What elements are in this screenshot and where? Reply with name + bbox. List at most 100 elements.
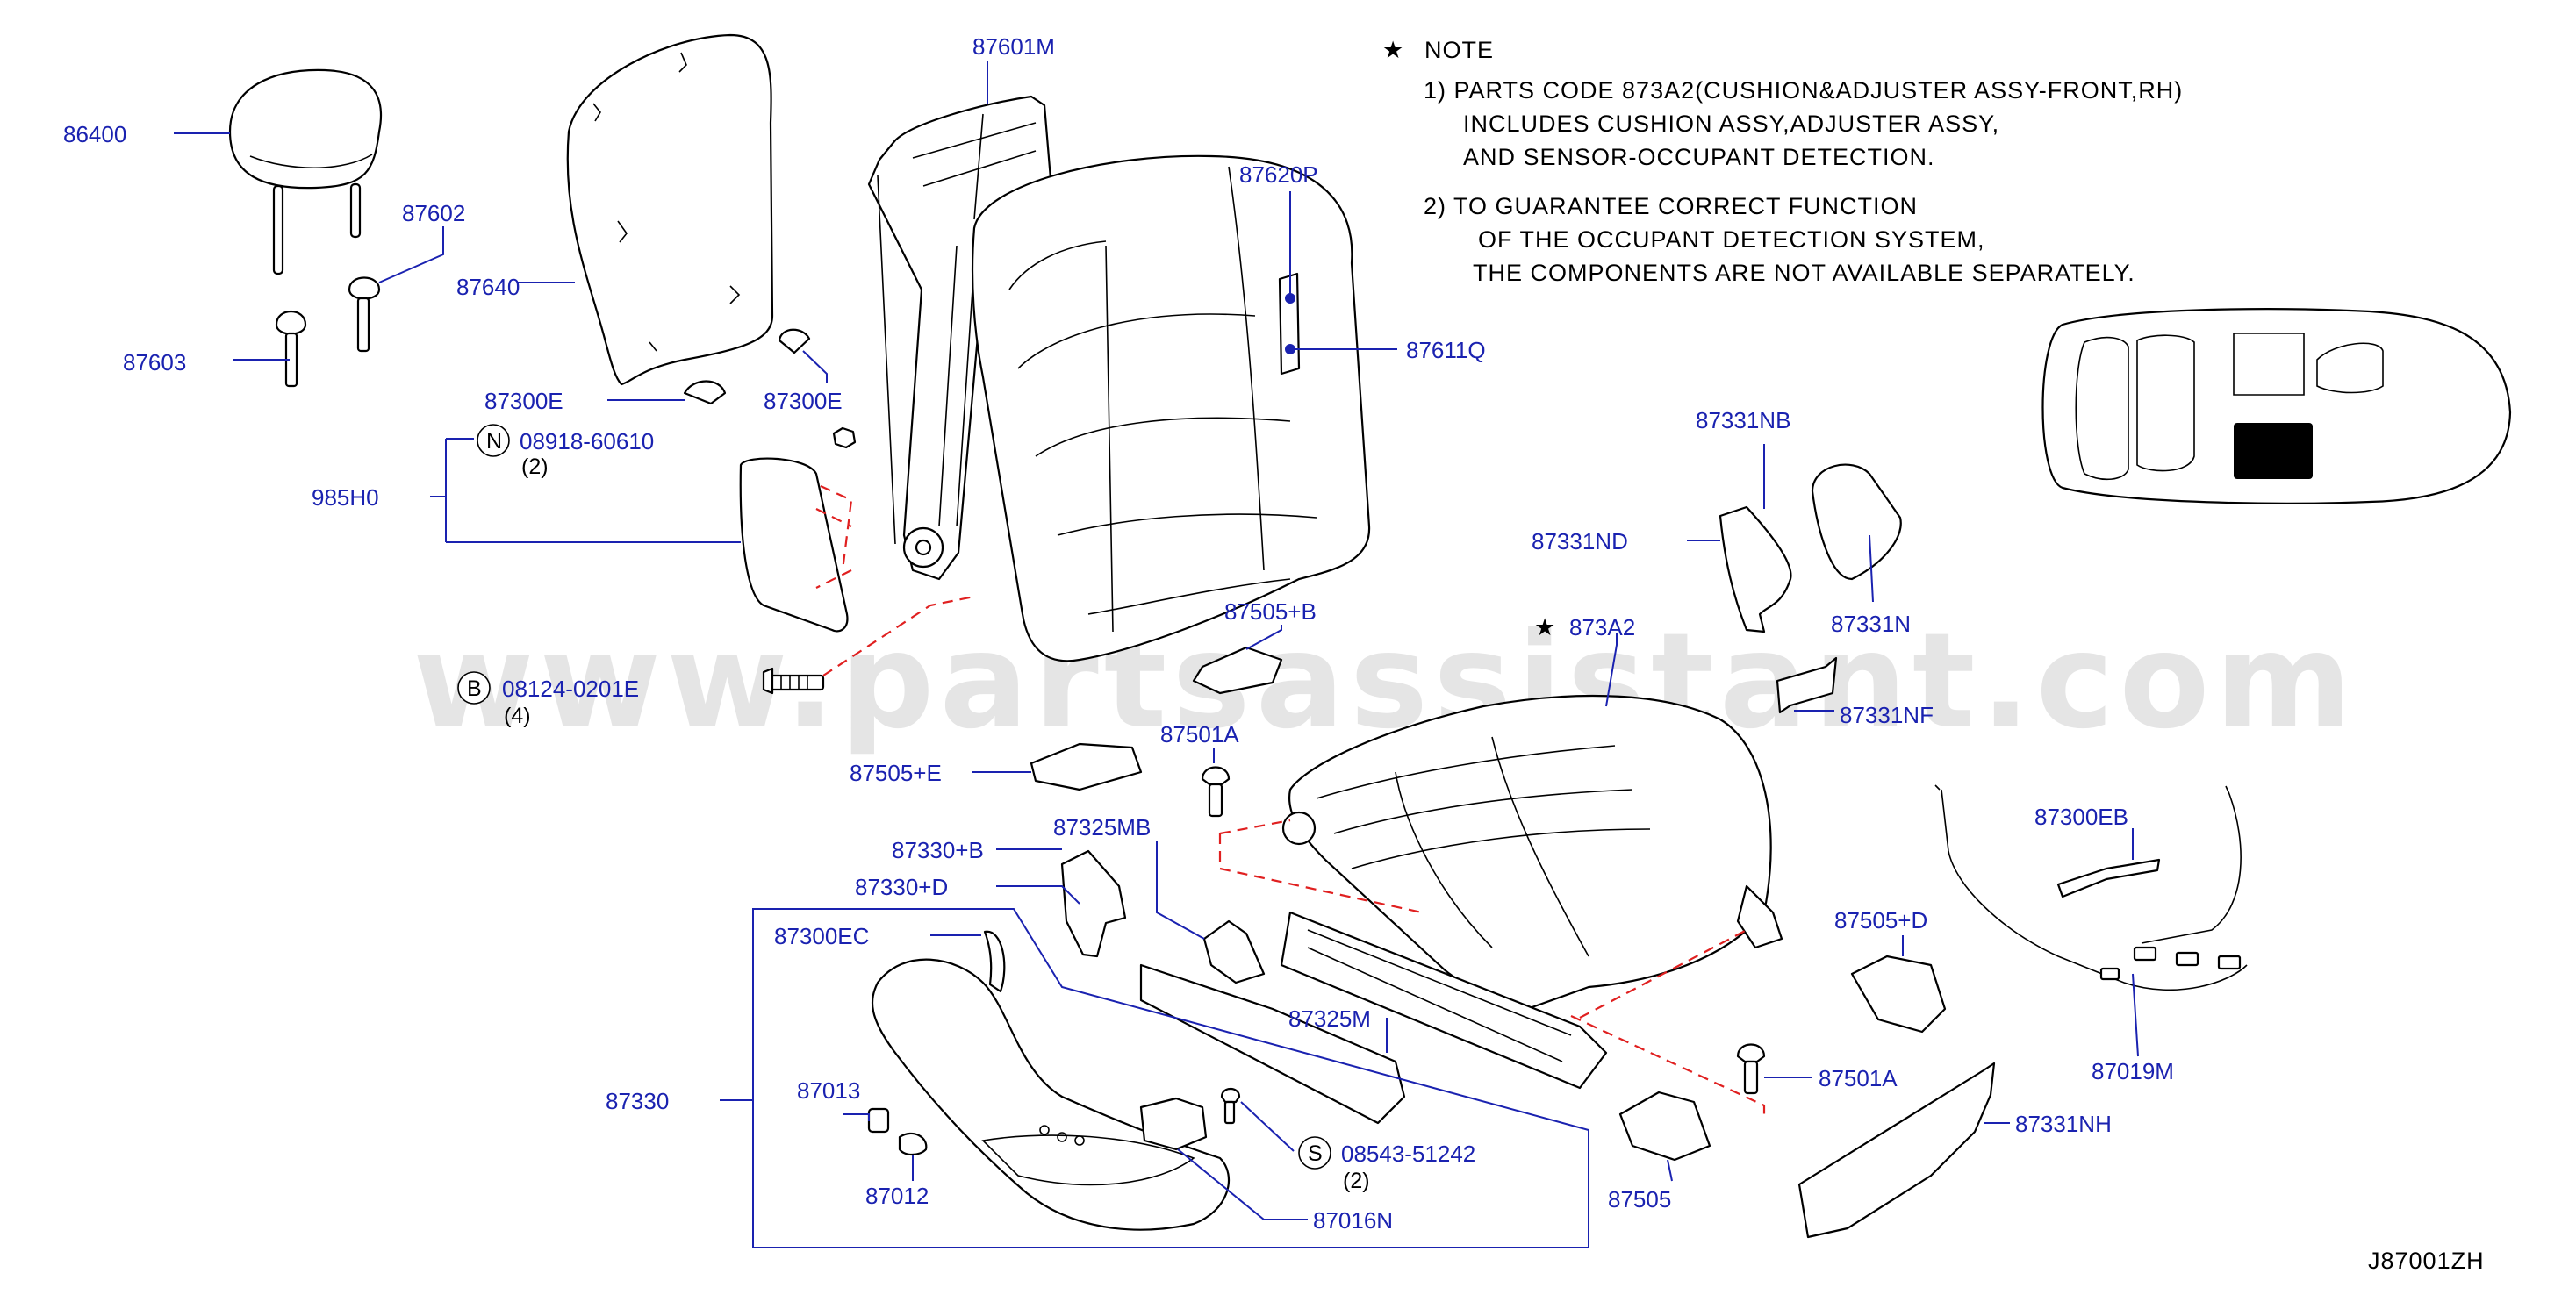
label-08543[interactable]: 08543-51242	[1341, 1141, 1475, 1167]
note-block: ★ NOTE 1) PARTS CODE 873A2(CUSHION&ADJUS…	[1382, 37, 2183, 286]
symbol-b-text: B	[467, 676, 482, 701]
label-87505[interactable]: 87505	[1608, 1186, 1671, 1213]
label-87602[interactable]: 87602	[402, 200, 465, 226]
label-87325mb[interactable]: 87325MB	[1053, 814, 1151, 841]
leader-87013	[843, 1113, 870, 1121]
label-08918[interactable]: 08918-60610	[520, 428, 654, 454]
cover-87505e	[1030, 742, 1143, 791]
side-airbag-985h0	[739, 457, 849, 633]
headrest-86400	[228, 68, 383, 275]
back-board-87640	[566, 33, 774, 386]
leader-08543	[1240, 1101, 1295, 1152]
label-87330b[interactable]: 87330+B	[892, 837, 984, 863]
label-87331nh[interactable]: 87331NH	[2015, 1111, 2112, 1137]
leader-87330b-d	[996, 848, 1080, 905]
knob-87013	[867, 1107, 890, 1134]
qty-08918: (2)	[521, 454, 549, 479]
dash-airbag-mount	[815, 484, 853, 589]
cover-87505d	[1850, 955, 1947, 1034]
screw-08543	[1220, 1087, 1241, 1125]
clip-87501a-top	[1201, 766, 1231, 818]
qty-08543: (2)	[1343, 1169, 1370, 1193]
harness-87019m	[1934, 784, 2248, 991]
label-985h0[interactable]: 985H0	[312, 484, 379, 511]
bracket-87330b-d	[1060, 849, 1127, 958]
symbol-b	[457, 671, 491, 705]
qty-08124: (4)	[504, 704, 531, 728]
label-87300eb[interactable]: 87300EB	[2034, 804, 2128, 830]
label-87505e[interactable]: 87505+E	[850, 760, 942, 786]
label-87330d[interactable]: 87330+D	[855, 874, 948, 900]
note-line-1: 1) PARTS CODE 873A2(CUSHION&ADJUSTER ASS…	[1424, 77, 2183, 104]
diagram-code: J87001ZH	[2368, 1248, 2485, 1274]
label-87505b[interactable]: 87505+B	[1224, 598, 1317, 625]
label-87300e-b[interactable]: 87300E	[764, 388, 843, 414]
knob-87012	[898, 1132, 928, 1156]
label-08124[interactable]: 08124-0201E	[502, 676, 639, 702]
label-87620p[interactable]: 87620P	[1239, 161, 1318, 188]
label-87601m[interactable]: 87601M	[972, 33, 1055, 60]
switch-87016n	[1139, 1097, 1208, 1151]
leader-87602	[378, 226, 444, 283]
car-location-icon	[2041, 308, 2512, 504]
label-87325m[interactable]: 87325M	[1288, 1005, 1371, 1032]
note-line-2: INCLUDES CUSHION ASSY,ADJUSTER ASSY,	[1463, 111, 1999, 137]
tie-87300eb	[2056, 858, 2161, 898]
label-87012[interactable]: 87012	[865, 1183, 929, 1209]
headrest-guide-87602	[348, 276, 381, 353]
nut-08918	[832, 426, 857, 449]
leader-87016n	[1177, 1148, 1308, 1220]
watermark: www.partsassistant.com	[413, 605, 2357, 758]
label-87640[interactable]: 87640	[456, 274, 520, 300]
trim-87331nd	[1719, 505, 1792, 633]
label-87611q[interactable]: 87611Q	[1406, 337, 1486, 363]
leader-873a2	[1605, 633, 1618, 707]
note-line-6: THE COMPONENTS ARE NOT AVAILABLE SEPARAT…	[1473, 260, 2135, 286]
note-star: ★	[1382, 37, 1404, 63]
leader-87300e-b	[802, 350, 828, 383]
symbol-s	[1298, 1136, 1331, 1170]
label-86400[interactable]: 86400	[63, 121, 126, 147]
trim-87331n	[1811, 463, 1902, 581]
leader-87019m	[2132, 973, 2139, 1057]
clip-87501a-bottom	[1736, 1043, 1766, 1095]
star-873a2: ★	[1534, 614, 1556, 640]
label-87300e-a[interactable]: 87300E	[484, 388, 563, 414]
label-87331nf[interactable]: 87331NF	[1840, 702, 1934, 728]
leader-87331n	[1869, 534, 1874, 603]
bracket-87325mb	[1202, 919, 1266, 984]
label-87331nd[interactable]: 87331ND	[1532, 528, 1628, 554]
label-87331nb[interactable]: 87331NB	[1696, 407, 1790, 433]
symbol-n-text: N	[486, 429, 502, 454]
symbol-s-text: S	[1308, 1141, 1323, 1166]
label-87300ec[interactable]: 87300EC	[774, 923, 869, 949]
leader-87505	[1667, 1159, 1673, 1182]
tie-87300ec	[983, 930, 1006, 993]
note-line-3: AND SENSOR-OCCUPANT DETECTION.	[1463, 144, 1935, 170]
leader-87505b	[1245, 625, 1282, 650]
seat-back-cover	[971, 154, 1371, 662]
headrest-guide-87603	[275, 311, 307, 388]
note-title: NOTE	[1424, 37, 1494, 63]
label-87505d[interactable]: 87505+D	[1834, 907, 1927, 934]
cushion-adjuster-873a2	[1280, 694, 1783, 1090]
label-87501a-bottom[interactable]: 87501A	[1819, 1065, 1898, 1091]
label-87501a-top[interactable]: 87501A	[1160, 721, 1239, 748]
label-87331n[interactable]: 87331N	[1831, 611, 1911, 637]
trim-87331nf	[1776, 656, 1838, 714]
trim-87331nh	[1797, 1062, 1996, 1239]
label-87016n[interactable]: 87016N	[1313, 1207, 1393, 1234]
label-873a2[interactable]: 873A2	[1569, 614, 1635, 640]
label-87013[interactable]: 87013	[797, 1077, 860, 1104]
clip-87300e-a	[683, 380, 727, 405]
leader-87325mb	[1156, 841, 1205, 940]
bolt-08124	[762, 667, 825, 695]
label-87603[interactable]: 87603	[123, 349, 186, 376]
symbol-n	[477, 424, 510, 457]
label-87019m[interactable]: 87019M	[2092, 1058, 2174, 1084]
dash-cushion	[1218, 819, 1766, 1114]
cover-87505	[1618, 1091, 1711, 1162]
group-87330-box	[752, 908, 1589, 1248]
label-87330[interactable]: 87330	[606, 1088, 669, 1114]
